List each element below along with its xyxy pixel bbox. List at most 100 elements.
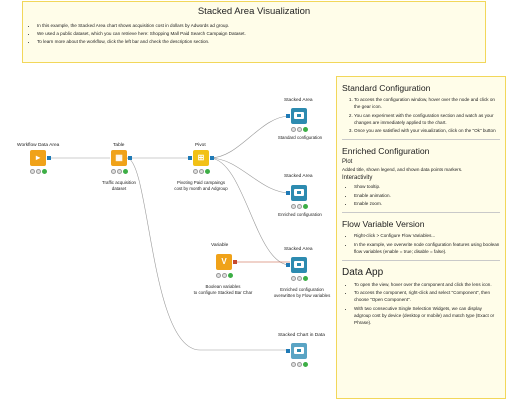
- list-item: Right-click > Configure Flow Variables..…: [354, 232, 500, 239]
- node-status-lights: [291, 204, 309, 209]
- section-title-flow: Flow Variable Version: [342, 219, 425, 229]
- status-dot: [297, 204, 302, 209]
- node-label-variable: Variable: [211, 243, 229, 248]
- output-port[interactable]: [128, 156, 132, 160]
- status-dot: [291, 204, 296, 209]
- view-icon: [294, 112, 304, 119]
- node-description-stacked-area-3: Enriched configuration overwritten by Fl…: [268, 287, 336, 298]
- list-item: In the example, we overwrite node config…: [354, 241, 500, 255]
- output-port[interactable]: [47, 156, 51, 160]
- pivot-node[interactable]: ⊞: [188, 150, 214, 166]
- view-icon: [294, 261, 304, 268]
- status-dot: [123, 169, 128, 174]
- stacked-area-node-standard[interactable]: [286, 108, 307, 124]
- section-title-data-app: Data App: [342, 266, 384, 278]
- node-label-pivot: Pivot: [195, 143, 206, 148]
- status-dot: [42, 169, 47, 174]
- view-icon: [294, 189, 304, 196]
- list-item: Enable animation.: [354, 192, 500, 199]
- status-dot: [291, 276, 296, 281]
- node-description-variable: Boolean variables to configure Stacked B…: [186, 284, 260, 295]
- variable-icon: V: [221, 257, 227, 266]
- node-label-table: Table: [113, 143, 125, 148]
- node-status-lights: [291, 276, 309, 281]
- step-item: To access the configuration window, hove…: [354, 96, 500, 110]
- status-dot: [303, 362, 308, 367]
- node-status-lights: [111, 169, 129, 174]
- status-dot: [297, 127, 302, 132]
- list-item: Enable zoom.: [354, 200, 500, 207]
- description-line: to configure Stacked Bar Char: [193, 289, 253, 295]
- list-item: With two consecutive Single Selection Wi…: [354, 305, 500, 326]
- interactivity-list: Show tooltip. Enable animation. Enable z…: [342, 183, 500, 207]
- annotation-bullet: To learn more about the workflow, click …: [37, 38, 485, 46]
- input-port[interactable]: [188, 156, 192, 160]
- node-label-stacked-chart-data: Stacked Chart in Data: [278, 333, 325, 338]
- status-dot: [297, 362, 302, 367]
- list-item: To access the component, right-click and…: [354, 289, 500, 303]
- workflow-data-area-node[interactable]: ▸: [30, 150, 51, 166]
- flow-variable-output-port[interactable]: [233, 260, 237, 264]
- status-dot: [228, 273, 233, 278]
- node-status-lights: [291, 127, 309, 132]
- node-label-workflow-data-area: Workflow Data Area: [17, 143, 60, 148]
- status-dot: [193, 169, 198, 174]
- description-line: dataset: [111, 185, 127, 191]
- description-line: Enriched configuration: [280, 287, 324, 292]
- input-port[interactable]: [286, 263, 290, 267]
- annotation-bullet: In this example, the Stacked Area chart …: [37, 22, 485, 30]
- status-dot: [205, 169, 210, 174]
- section-title-standard: Standard Configuration: [342, 83, 431, 93]
- stacked-area-node-flow-variable[interactable]: [286, 257, 307, 273]
- node-status-lights: [30, 169, 48, 174]
- input-port[interactable]: [286, 114, 290, 118]
- node-label-stacked-area-1: Stacked Area: [284, 98, 313, 103]
- input-port[interactable]: [286, 191, 290, 195]
- status-dot: [291, 127, 296, 132]
- section-divider: [342, 259, 500, 261]
- stacked-area-node-enriched[interactable]: [286, 185, 307, 201]
- flow-variable-list: Right-click > Configure Flow Variables..…: [342, 232, 500, 255]
- component-view-icon: [294, 347, 304, 354]
- connection-pivot-to-stacked-1: [209, 115, 291, 159]
- table-node[interactable]: ▦: [111, 150, 132, 166]
- output-port[interactable]: [210, 156, 214, 160]
- node-label-stacked-area-2: Stacked Area: [284, 174, 313, 179]
- step-item: You can experiment with the configuratio…: [354, 112, 500, 126]
- list-item: Show tooltip.: [354, 183, 500, 190]
- status-dot: [303, 127, 308, 132]
- status-dot: [297, 276, 302, 281]
- node-description-stacked-area-2: Enriched configuration: [278, 212, 322, 217]
- plot-description: Added title, shown legend, and shown dat…: [342, 167, 463, 172]
- node-label-stacked-area-3: Stacked Area: [284, 247, 313, 252]
- subsection-title-plot: Plot: [342, 159, 353, 165]
- annotation-title: Stacked Area Visualization: [197, 6, 311, 17]
- connections: [47, 115, 291, 351]
- data-app-list: To open the view, hover over the compone…: [342, 281, 500, 326]
- status-dot: [117, 169, 122, 174]
- annotation-list: In this example, the Stacked Area chart …: [23, 22, 485, 46]
- folder-icon: ▸: [35, 153, 40, 162]
- node-description-pivot: Pivoting Paid campaings cost by month an…: [168, 180, 234, 191]
- stacked-chart-component-node[interactable]: [286, 343, 307, 359]
- section-divider: [342, 139, 500, 140]
- status-dot: [36, 169, 41, 174]
- status-dot: [303, 276, 308, 281]
- table-icon: ▦: [115, 153, 123, 162]
- status-dot: [222, 273, 227, 278]
- status-dot: [199, 169, 204, 174]
- variable-node[interactable]: V: [216, 254, 237, 270]
- annotation-bullet: We used a public dataset, which you can …: [37, 30, 485, 38]
- section-title-enriched: Enriched Configuration: [342, 146, 430, 156]
- connection-pivot-to-stacked-3: [209, 157, 291, 266]
- step-item: Once you are satisfied with your visuali…: [354, 127, 500, 134]
- section-divider: [342, 212, 500, 213]
- status-dot: [216, 273, 221, 278]
- input-port[interactable]: [286, 349, 290, 353]
- description-line: Pivoting Paid campaings: [176, 180, 226, 185]
- node-description-table: Traffic acquisition dataset: [94, 180, 144, 191]
- status-dot: [291, 362, 296, 367]
- description-line: cost by month and Adgroup: [174, 185, 228, 191]
- node-status-lights: [216, 273, 234, 278]
- description-line: Boolean variables: [205, 284, 241, 289]
